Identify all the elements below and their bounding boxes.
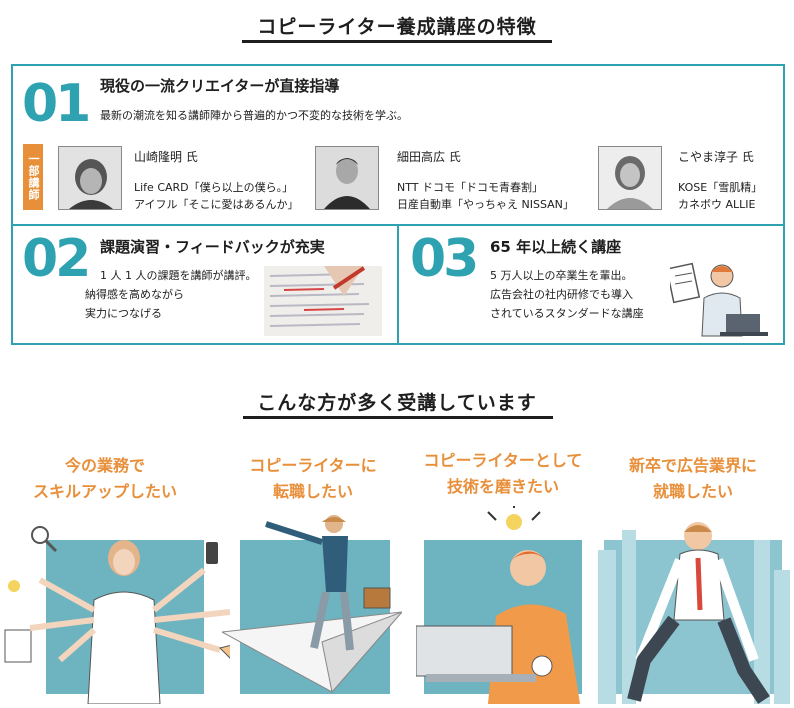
feature2-line: 実力につなげる — [85, 307, 162, 320]
audience-title: コピーライターに 転職したい — [228, 453, 398, 505]
section2-title-underline — [243, 416, 553, 419]
audience-title: コピーライターとして 技術を磨きたい — [408, 448, 598, 500]
multitask-woman-illustration — [0, 520, 260, 705]
feature1-title: 現役の一流クリエイターが直接指導 — [100, 77, 340, 95]
pen-paper-illustration — [264, 266, 382, 336]
feature3-number: 03 — [410, 229, 479, 289]
instructor-name: 山崎隆明 氏 — [134, 150, 198, 164]
audience-title-line: コピーライターに — [249, 456, 377, 475]
section1-title: コピーライター養成講座の特徴 — [257, 16, 537, 38]
audience-title-line: 転職したい — [272, 482, 353, 501]
thinking-man-illustration — [415, 500, 606, 704]
crouching-businessman-illustration — [594, 510, 794, 704]
feature2-title: 課題演習・フィードバックが充実 — [100, 238, 325, 256]
instructor-badge: 一部講師 — [23, 144, 43, 210]
instructor-work: Life CARD「僕ら以上の僕ら。」 — [134, 181, 294, 194]
audience-title-line: 就職したい — [652, 482, 733, 501]
feature3-line: 広告会社の社内研修でも導入 — [490, 288, 633, 301]
section2-title: こんな方が多く受講しています — [257, 392, 537, 414]
instructor-photo — [598, 146, 662, 210]
section1-title-underline — [242, 40, 552, 43]
instructor-work: NTT ドコモ「ドコモ青春割」 — [397, 181, 543, 194]
feature2-line: 1 人 1 人の課題を講師が講評。 — [100, 269, 257, 282]
feature1-description: 最新の潮流を知る講師陣から普遍的かつ不変的な技術を学ぶ。 — [100, 109, 408, 122]
audience-title-line: 新卒で広告業界に — [628, 456, 757, 475]
instructor-photo — [315, 146, 379, 210]
office-worker-illustration — [665, 258, 770, 338]
feature3-title: 65 年以上続く講座 — [490, 238, 622, 256]
instructor-name: 細田高広 氏 — [397, 150, 461, 164]
paper-plane-man-illustration — [220, 512, 404, 704]
feature3-card — [397, 224, 785, 345]
audience-title-line: 技術を磨きたい — [446, 477, 559, 496]
audience-title: 新卒で広告業界に 就職したい — [608, 453, 778, 505]
instructor-work: KOSE「雪肌精」 — [678, 181, 763, 194]
feature2-number: 02 — [22, 229, 91, 289]
instructor-work: カネボウ ALLIE — [678, 198, 756, 211]
instructor-photo — [58, 146, 122, 210]
instructor-work: アイフル「そこに愛はあるんか」 — [134, 198, 299, 211]
instructor-badge-label: 一部講師 — [27, 153, 40, 201]
feature3-line: 5 万人以上の卒業生を輩出。 — [490, 269, 633, 282]
audience-title-line: スキルアップしたい — [32, 482, 177, 501]
feature3-line: されているスタンダードな講座 — [490, 307, 644, 320]
feature1-number: 01 — [22, 74, 91, 134]
audience-title-line: コピーライターとして — [423, 451, 583, 470]
feature2-line: 納得感を高めながら — [85, 288, 184, 301]
instructor-name: こやま淳子 氏 — [678, 150, 754, 164]
audience-title-line: 今の業務で — [64, 456, 145, 475]
audience-title: 今の業務で スキルアップしたい — [20, 453, 190, 505]
instructor-work: 日産自動車「やっちゃえ NISSAN」 — [397, 198, 574, 211]
